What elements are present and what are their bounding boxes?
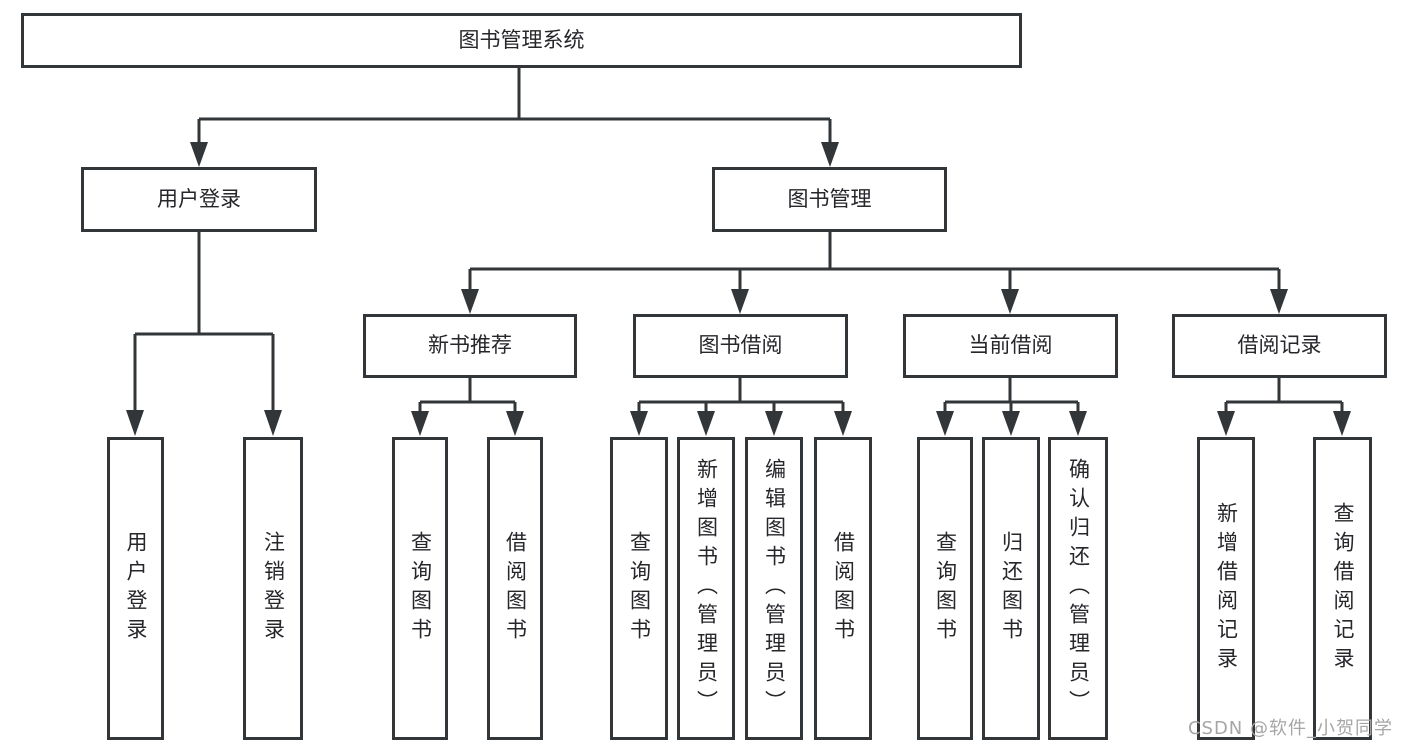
arrow-down-icon [821,142,839,167]
leaf-query-borrow-record: 查询借阅记录 [1313,437,1372,740]
leaf-edit-book-admin: 编辑图书（管理员） [745,437,803,740]
arrow-down-icon [1270,289,1288,314]
node-label: 新书推荐 [428,333,512,358]
node-label: 用户登录 [157,186,241,211]
arrow-down-icon [630,411,648,436]
arrow-down-icon [765,411,783,436]
node-label: 新增借阅记录 [1214,501,1239,676]
leaf-borrow-books: 借阅图书 [814,437,872,740]
arrow-down-icon [1217,411,1235,436]
node-label: 用户登录 [124,530,148,647]
arrow-down-icon [506,411,524,436]
leaf-add-book-admin: 新增图书（管理员） [677,437,735,740]
leaf-user-login: 用户登录 [107,437,164,740]
leaf-query-books-recommend: 查询图书 [392,437,448,740]
node-label: 查询图书 [933,530,958,647]
connector-book-borrow-leaves [630,378,852,436]
leaf-query-books-current: 查询图书 [917,437,973,740]
arrow-down-icon [126,410,144,436]
node-root: 图书管理系统 [21,13,1022,68]
node-label: 借阅记录 [1237,333,1322,358]
node-label: 图书管理系统 [458,27,585,52]
node-label: 当前借阅 [968,333,1053,358]
leaf-add-borrow-record: 新增借阅记录 [1197,437,1255,740]
arrow-down-icon [1002,411,1020,436]
node-new-book-recommend: 新书推荐 [363,314,577,378]
node-book-management: 图书管理 [712,167,947,232]
watermark: CSDN @软件_小贺同学 [1187,718,1393,739]
node-label: 借阅图书 [831,530,856,647]
leaf-query-books-borrow: 查询图书 [610,437,668,740]
node-label: 注销登录 [261,530,286,647]
arrow-down-icon [1001,289,1019,314]
node-borrow-records: 借阅记录 [1172,314,1387,378]
leaf-logout: 注销登录 [243,437,303,740]
connector-root-to-level2 [190,68,839,167]
node-label: 确认归还（管理员） [1066,458,1091,719]
connector-user-login-leaves [126,232,282,436]
node-book-borrow: 图书借阅 [633,314,848,378]
node-label: 查询图书 [627,530,652,647]
arrow-down-icon [411,411,429,436]
arrow-down-icon [264,410,282,436]
node-label: 查询图书 [408,530,433,647]
arrow-down-icon [731,289,749,314]
node-label: 编辑图书（管理员） [762,458,787,719]
arrow-down-icon [834,411,852,436]
connector-borrow-records-leaves [1217,378,1351,436]
arrow-down-icon [190,142,208,167]
arrow-down-icon [697,411,715,436]
node-label: 新增图书（管理员） [694,458,719,719]
connector-new-book-recommend-leaves [411,378,524,436]
arrow-down-icon [1069,411,1087,436]
arrow-down-icon [936,411,954,436]
leaf-borrow-books-recommend: 借阅图书 [487,437,543,740]
leaf-return-books: 归还图书 [982,437,1040,740]
connector-book-management-groups [461,232,1288,314]
arrow-down-icon [461,289,479,314]
node-label: 归还图书 [999,530,1024,647]
node-label: 图书借阅 [698,333,783,358]
node-label: 图书管理 [787,186,872,211]
node-label: 查询借阅记录 [1331,501,1355,676]
arrow-down-icon [1333,411,1351,436]
node-label: 借阅图书 [503,530,528,647]
node-user-login: 用户登录 [81,167,317,232]
connector-current-borrow-leaves [936,378,1087,436]
node-current-borrow: 当前借阅 [903,314,1118,378]
leaf-confirm-return-admin: 确认归还（管理员） [1048,437,1108,740]
